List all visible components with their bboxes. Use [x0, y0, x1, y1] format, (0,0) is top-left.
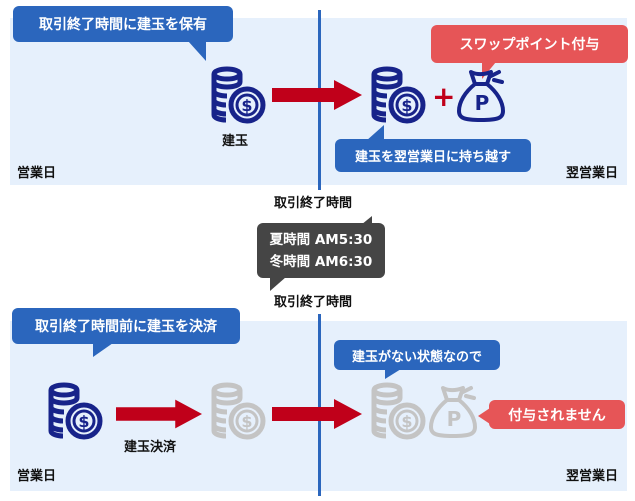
plus-icon: +: [432, 80, 456, 113]
swap-granted-bubble: スワップポイント付与: [431, 25, 628, 63]
not-granted-text: 付与されません: [508, 407, 606, 424]
close-time-label: 取引終了時間: [274, 196, 353, 211]
close-time-bubble: 夏時間 AM5:30 冬時間 AM6:30: [257, 223, 385, 278]
hold-bubble: 取引終了時間に建玉を保有: [13, 6, 233, 42]
hold-bubble-tail: [188, 41, 206, 61]
hold-bubble-text: 取引終了時間に建玉を保有: [39, 17, 207, 33]
arrow-right-icon: [272, 80, 362, 110]
next-business-day-label: 翌営業日: [566, 166, 619, 181]
not-granted-bubble: 付与されません: [489, 400, 625, 429]
no-position-text: 建玉がない状態なので: [351, 349, 482, 365]
no-position-bubble: 建玉がない状態なので: [334, 340, 500, 370]
business-day-label: 営業日: [17, 469, 57, 484]
not-granted-bubble-tail: [478, 408, 490, 424]
arrow-right-icon: [272, 399, 362, 429]
close-time-label: 取引終了時間: [274, 295, 353, 310]
settle-label: 建玉決済: [124, 440, 177, 455]
coins-icon-disabled: [210, 382, 266, 440]
point-bag-icon-disabled: [428, 384, 480, 438]
winter-time-text: 冬時間 AM6:30: [269, 253, 373, 270]
coins-icon: [47, 382, 103, 440]
coins-icon: [370, 66, 426, 124]
business-day-label: 営業日: [17, 166, 57, 181]
bottom-divider-line: [318, 314, 321, 496]
carry-bubble-tail: [366, 125, 384, 141]
coins-icon-disabled: [370, 382, 426, 440]
coins-icon: [210, 66, 266, 124]
settle-bubble-text: 取引終了時間前に建玉を決済: [35, 319, 217, 335]
carry-over-bubble: 建玉を翌営業日に持ち越す: [335, 139, 531, 172]
summer-time-text: 夏時間 AM5:30: [269, 231, 373, 248]
settle-bubble: 取引終了時間前に建玉を決済: [12, 308, 240, 344]
next-business-day-label: 翌営業日: [566, 469, 619, 484]
point-bag-icon: [456, 68, 508, 122]
carry-over-text: 建玉を翌営業日に持ち越す: [354, 150, 511, 165]
settle-bubble-tail: [93, 343, 113, 357]
swap-granted-text: スワップポイント付与: [459, 37, 600, 53]
time-bubble-tail-bottom: [270, 277, 286, 291]
no-position-bubble-tail: [385, 369, 401, 379]
arrow-right-icon: [116, 399, 202, 429]
position-label: 建玉: [222, 134, 249, 149]
